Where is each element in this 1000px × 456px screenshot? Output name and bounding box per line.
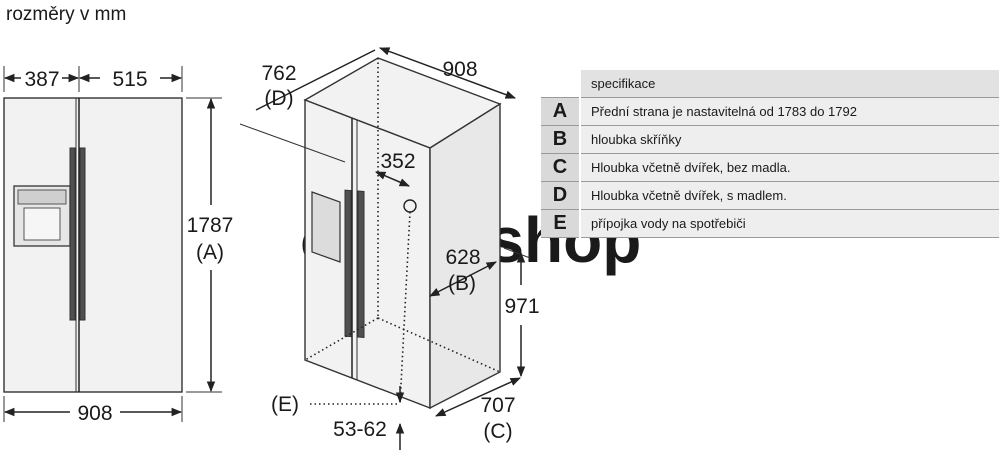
spec-row-c: C Hloubka včetně dvířek, bez madla. bbox=[541, 153, 999, 182]
spec-row-e: E přípojka vody na spotřebiči bbox=[541, 209, 999, 238]
spec-header: specifikace bbox=[580, 70, 999, 98]
dim-right-door-width: 515 bbox=[112, 68, 147, 91]
dim-depth-no-handle: 707 bbox=[480, 394, 515, 417]
dim-total-height: 1787 bbox=[187, 214, 234, 237]
spec-key: C bbox=[541, 153, 581, 182]
iso-left-handle bbox=[344, 189, 352, 338]
spec-header-empty bbox=[541, 70, 581, 98]
spec-row-a: A Přední strana je nastavitelná od 1783 … bbox=[541, 97, 999, 126]
label-a: (A) bbox=[196, 241, 224, 264]
label-d: (D) bbox=[264, 87, 293, 110]
dim-left-door-width: 387 bbox=[24, 68, 59, 91]
spec-table: specifikace A Přední strana je nastavite… bbox=[541, 70, 999, 238]
label-b: (B) bbox=[448, 272, 476, 295]
spec-text: přípojka vody na spotřebiči bbox=[580, 209, 999, 238]
spec-key: B bbox=[541, 125, 581, 154]
dim-front-width: 908 bbox=[77, 402, 112, 425]
label-c: (C) bbox=[483, 420, 512, 443]
spec-text: Hloubka včetně dvířek, s madlem. bbox=[580, 181, 999, 210]
spec-row-d: D Hloubka včetně dvířek, s madlem. bbox=[541, 181, 999, 210]
spec-key: E bbox=[541, 209, 581, 238]
iso-dispenser bbox=[311, 191, 341, 263]
spec-key: A bbox=[541, 97, 581, 126]
dim-cabinet-depth: 628 bbox=[445, 246, 480, 269]
spec-table-header-row: specifikace bbox=[541, 70, 999, 98]
dim-water-bottom-offset: 53-62 bbox=[333, 418, 387, 441]
right-door-handle bbox=[79, 147, 86, 321]
dim-water-height: 971 bbox=[504, 295, 539, 318]
spec-row-b: B hloubka skříňky bbox=[541, 125, 999, 154]
iso-right-handle bbox=[357, 190, 365, 338]
spec-text: hloubka skříňky bbox=[580, 125, 999, 154]
spec-text: Hloubka včetně dvířek, bez madla. bbox=[580, 153, 999, 182]
label-e: (E) bbox=[271, 393, 299, 416]
left-door-handle bbox=[69, 147, 76, 321]
dim-depth-with-handle: 762 bbox=[261, 62, 296, 85]
front-view bbox=[3, 97, 183, 393]
isometric-view bbox=[303, 57, 502, 410]
spec-key: D bbox=[541, 181, 581, 210]
page-title: rozměry v mm bbox=[6, 4, 126, 25]
dim-water-offset-top: 352 bbox=[380, 150, 415, 173]
dim-top-width: 908 bbox=[442, 58, 477, 81]
spec-text: Přední strana je nastavitelná od 1783 do… bbox=[580, 97, 999, 126]
